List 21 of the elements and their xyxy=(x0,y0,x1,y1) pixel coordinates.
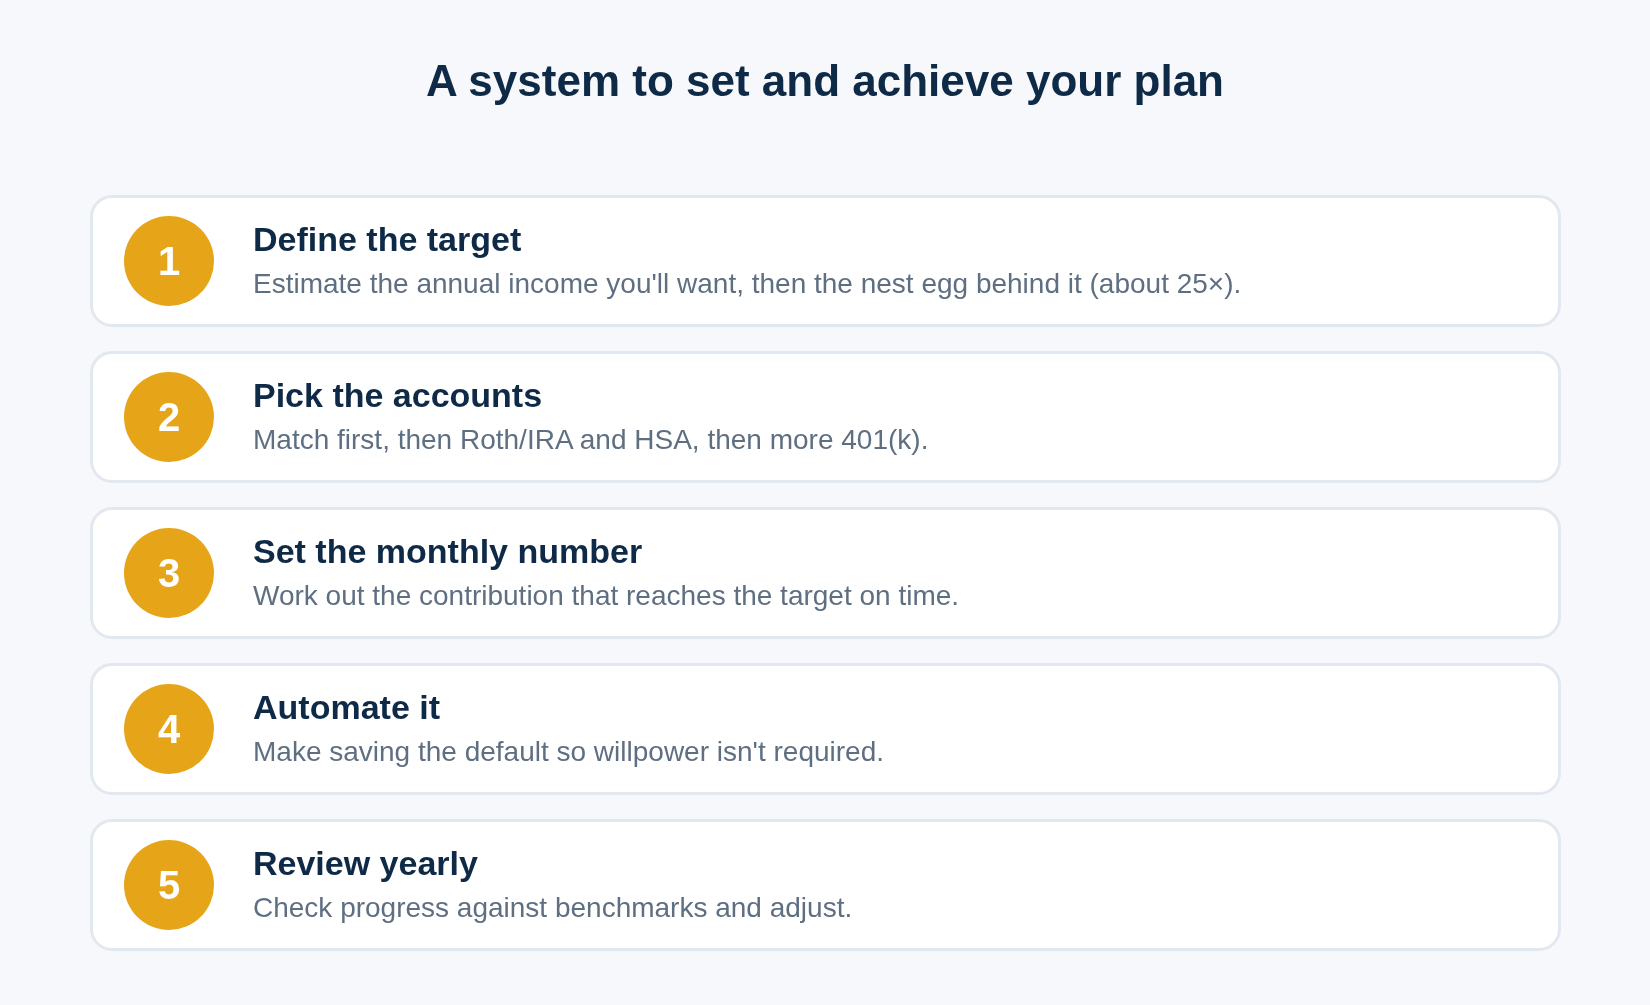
step-number-badge: 4 xyxy=(124,684,214,774)
step-number-badge: 3 xyxy=(124,528,214,618)
step-heading: Define the target xyxy=(253,220,522,259)
step-card xyxy=(90,195,1561,327)
step-card xyxy=(90,507,1561,639)
step-heading: Automate it xyxy=(253,688,440,727)
step-card xyxy=(90,819,1561,951)
step-description: Match first, then Roth/IRA and HSA, then more 401(k). xyxy=(253,424,929,456)
step-card xyxy=(90,663,1561,795)
step-number-badge: 2 xyxy=(124,372,214,462)
title: A system to set and achieve your plan xyxy=(426,56,1224,105)
step-card xyxy=(90,351,1561,483)
step-number-badge: 1 xyxy=(124,216,214,306)
step-description: Make saving the default so willpower isn't required. xyxy=(253,736,884,768)
step-heading: Set the monthly number xyxy=(253,532,643,571)
step-description: Estimate the annual income you'll want, then the nest egg behind it (about 25×). xyxy=(253,268,1242,300)
step-description: Check progress against benchmarks and adjust. xyxy=(253,892,853,924)
step-heading: Pick the accounts xyxy=(253,376,543,415)
step-heading: Review yearly xyxy=(253,844,478,883)
step-description: Work out the contribution that reaches the target on time. xyxy=(253,580,960,612)
step-number-badge: 5 xyxy=(124,840,214,930)
